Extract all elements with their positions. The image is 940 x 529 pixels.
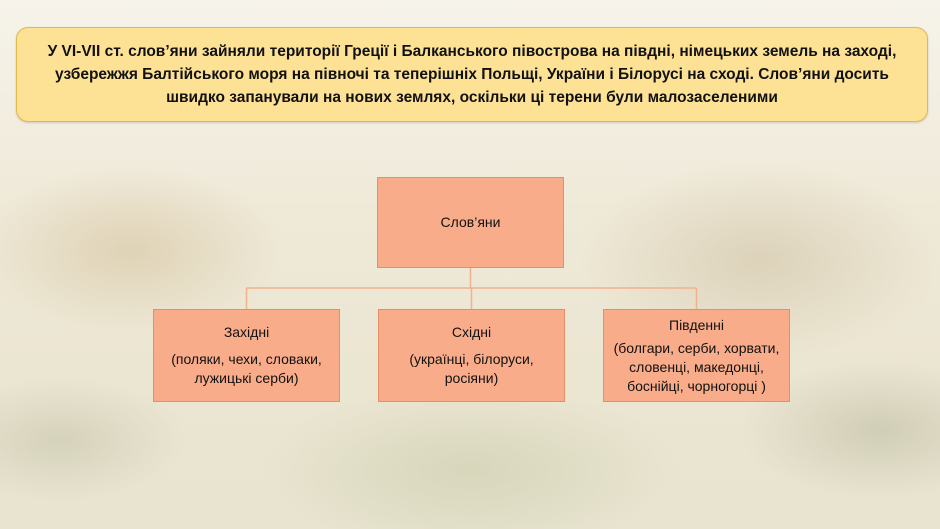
node-western-slavs: Західні (поляки, чехи, словаки, лужицькі… bbox=[153, 309, 340, 402]
node-southern-title: Південні bbox=[669, 316, 724, 333]
node-slavs-label: Слов’яни bbox=[440, 214, 501, 230]
node-eastern-detail: (українці, білоруси, росіяни) bbox=[409, 351, 534, 386]
node-slavs: Слов’яни bbox=[377, 177, 564, 268]
node-western-detail: (поляки, чехи, словаки, лужицькі серби) bbox=[171, 351, 322, 386]
node-southern-detail: (болгари, серби, хорвати, словенці, маке… bbox=[613, 339, 780, 394]
node-eastern-slavs: Східні (українці, білоруси, росіяни) bbox=[378, 309, 565, 402]
node-southern-slavs: Південні (болгари, серби, хорвати, слове… bbox=[603, 309, 790, 402]
node-eastern-title: Східні bbox=[451, 324, 492, 340]
intro-banner: У VI-VII ст. слов’яни зайняли території … bbox=[16, 27, 928, 122]
node-western-title: Західні bbox=[223, 324, 270, 340]
intro-text: У VI-VII ст. слов’яни зайняли території … bbox=[47, 43, 897, 106]
